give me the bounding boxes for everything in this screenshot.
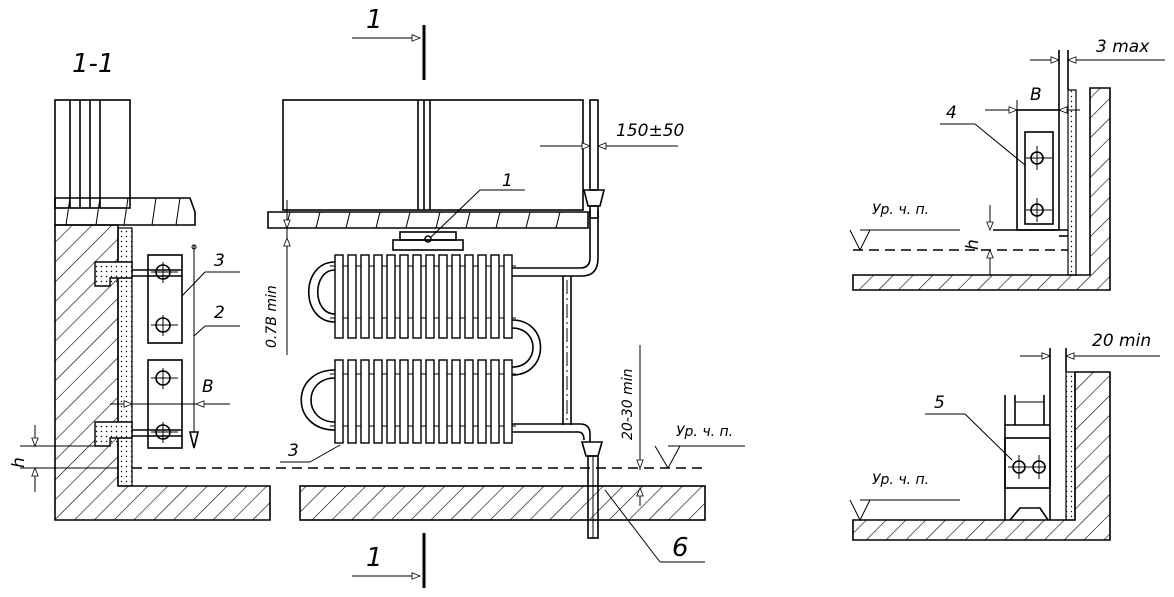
section-1-1: 1-1 1 1 [9,5,745,588]
window-frame-center [267,99,589,229]
section-mark-bottom: 1 [352,533,426,588]
dim-3max-label: 3 max [1096,37,1150,57]
convector-fin [438,359,448,444]
convector-fin [334,359,344,444]
callout-6: 6 [604,489,705,563]
floor-level-right-top-label: Ур. ч. п. [872,202,929,218]
dim-b-left: B [110,377,230,408]
convector-fin [451,254,461,339]
convector-fin [347,359,357,444]
valve-element-1 [392,231,464,251]
convector-fin [412,359,422,444]
convector-fin [477,359,487,444]
window-frame-left [54,99,196,226]
convector-fin [373,359,383,444]
convector-fin [360,254,370,339]
convector-fin [477,254,487,339]
dim-20min-label: 20 min [1092,331,1151,351]
detail-5: 20 min 5 Ур. ч. п. [849,331,1160,541]
convector-fin [490,359,500,444]
dim-20-30: 20-30 min [620,345,644,506]
convector-fin [360,359,370,444]
plumb-line [188,244,200,449]
convector-fin [425,359,435,444]
convector-fin [451,359,461,444]
dim-h-left-label: h [9,457,29,468]
section-title: 1-1 [72,49,114,79]
callout-1-label: 1 [502,171,513,191]
section-mark-top-label: 1 [366,5,383,35]
riser-pipes [512,99,606,539]
convector-fin [503,359,513,444]
callout-3-lower: 3 [280,441,341,463]
convector-fin [503,254,513,339]
convector-fin [399,254,409,339]
dim-150-label: 150±50 [616,121,684,141]
callout-3-upper: 3 [181,251,240,297]
convector-lower [300,359,516,444]
convector-fin [373,254,383,339]
convector-fin [464,359,474,444]
dim-07b-label: 0.7B min [264,285,280,348]
convector-fin [412,254,422,339]
dim-150: 150±50 [540,121,684,150]
callout-3-lower-label: 3 [288,441,299,461]
dim-07b: 0.7B min [264,200,291,355]
callout-4-label: 4 [946,103,957,123]
callout-2-label: 2 [214,303,225,323]
callout-1: 1 [429,171,525,239]
dim-h-left: h [9,425,118,492]
convector-fin [438,254,448,339]
convector-fin [425,254,435,339]
dim-b-left-label: B [202,377,214,397]
convector-upper [307,254,542,376]
callout-6-label: 6 [672,533,689,563]
callout-2: 2 [193,303,240,337]
callout-3-upper-label: 3 [214,251,225,271]
detail-4: 3 max B h 4 Ур. ч. п. [849,37,1165,291]
floor-level-left: Ур. ч. п. [132,424,745,470]
floor-level-right-bottom-label: Ур. ч. п. [872,472,929,488]
convector-fin [386,254,396,339]
radiator-side-view [147,254,183,449]
convector-fin [386,359,396,444]
convector-fin [334,254,344,339]
convector-fin [399,359,409,444]
convector-fin [347,254,357,339]
dim-h-right-label: h [963,239,983,250]
section-mark-bottom-label: 1 [366,543,383,573]
convector-fin [490,254,500,339]
callout-5-label: 5 [934,393,945,413]
floor-level-left-label: Ур. ч. п. [676,424,733,440]
dim-b-right-label: B [1030,85,1042,105]
dim-20-30-label: 20-30 min [620,368,636,440]
section-mark-top: 1 [352,5,426,80]
convector-fin [464,254,474,339]
